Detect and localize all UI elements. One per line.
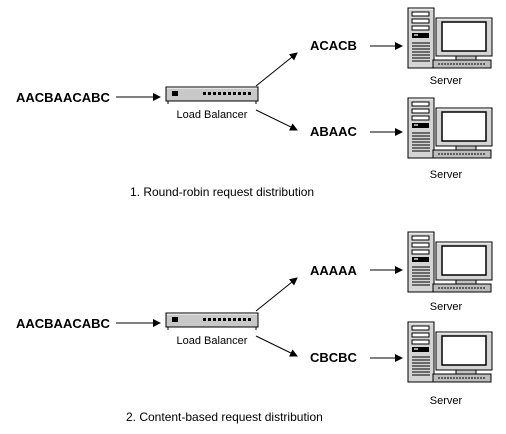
output-requests-bottom: ABAAC [310, 124, 358, 139]
route-arrow-top [255, 277, 298, 312]
load-balancer-label: Load Balancer [177, 335, 248, 347]
load-balancer-icon [165, 86, 259, 105]
caption-content-based: 2. Content-based request distribution [126, 410, 323, 424]
route-arrow-top [255, 52, 298, 87]
server-label: Server [430, 75, 463, 87]
output-requests-top: AAAAA [310, 263, 358, 278]
route-arrow-bottom [255, 335, 298, 357]
panel-content-based: AACBAACABC Load Balancer AAAAA CBCBC Ser… [16, 231, 493, 424]
route-arrow-bottom [255, 109, 298, 131]
server-icon [407, 321, 493, 383]
server-icon [407, 231, 493, 293]
output-requests-bottom: CBCBC [310, 350, 358, 365]
server-label: Server [430, 301, 463, 313]
panel-round-robin: AACBAACABC Load Balancer ACACB ABAAC Ser… [16, 7, 493, 199]
caption-round-robin: 1. Round-robin request distribution [130, 185, 314, 199]
output-requests-top: ACACB [310, 38, 357, 53]
server-label: Server [430, 169, 463, 181]
server-label: Server [430, 395, 463, 407]
load-balancer-icon [165, 312, 259, 331]
incoming-requests: AACBAACABC [16, 90, 110, 105]
incoming-requests: AACBAACABC [16, 316, 110, 331]
load-balancer-label: Load Balancer [177, 109, 248, 121]
server-icon [407, 7, 493, 69]
server-icon [407, 97, 493, 159]
